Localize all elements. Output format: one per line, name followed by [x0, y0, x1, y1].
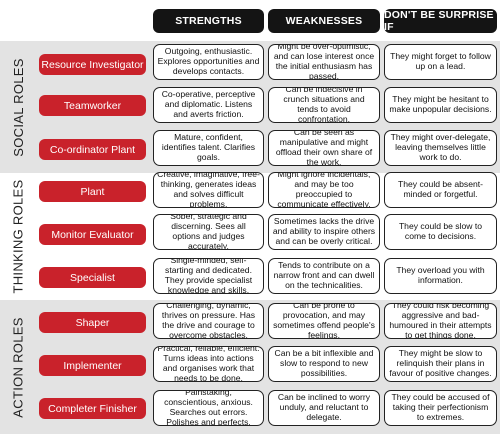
- weaknesses-header: WEAKNESSES: [268, 9, 380, 33]
- surprise-cell: They might over-delegate, leaving themse…: [384, 130, 497, 166]
- thinking-roles-text: THINKING ROLES: [10, 179, 26, 294]
- strengths-cell: Single-minded, self-starting and dedicat…: [153, 258, 264, 294]
- strengths-header: STRENGTHS: [153, 9, 264, 33]
- weaknesses-cell: Tends to contribute on a narrow front an…: [268, 258, 380, 294]
- strengths-cell: Mature, confident, identifies talent. Cl…: [153, 130, 264, 166]
- role-co-ordinator-plant: Co-ordinator Plant: [39, 139, 146, 160]
- social-roles-text: SOCIAL ROLES: [10, 57, 26, 157]
- strengths-cell: Practical, reliable, efficient. Turns id…: [153, 346, 264, 382]
- action-roles-text: ACTION ROLES: [10, 316, 26, 418]
- strengths-cell: Co-operative, perceptive and diplomatic.…: [153, 87, 264, 123]
- surprise-cell: They could be absent-minded or forgetful…: [384, 172, 497, 208]
- surprise-cell: They overload you with information.: [384, 258, 497, 294]
- role-plant: Plant: [39, 181, 146, 202]
- action-roles-label: ACTION ROLES: [3, 300, 33, 434]
- weaknesses-cell: Can be seen as manipulative and might of…: [268, 130, 380, 166]
- weaknesses-cell: Might be over-optimistic, and can lose i…: [268, 44, 380, 80]
- dont-be-surprised-header: DON'T BE SURPRISE IF: [384, 9, 497, 33]
- role-shaper: Shaper: [39, 312, 146, 333]
- weaknesses-cell: Can be prone to provocation, and may som…: [268, 303, 380, 339]
- surprise-cell: They could be slow to come to decisions.: [384, 214, 497, 250]
- weaknesses-cell: Sometimes lacks the drive and ability to…: [268, 214, 380, 250]
- role-resource-investigator: Resource Investigator: [39, 54, 146, 75]
- role-implementer: Implementer: [39, 355, 146, 376]
- weaknesses-cell: Might ignore incidentals, and may be too…: [268, 172, 380, 208]
- weaknesses-cell: Can be indecisive in crunch situations a…: [268, 87, 380, 123]
- role-teamworker: Teamworker: [39, 95, 146, 116]
- surprise-cell: They might be hesitant to make unpopular…: [384, 87, 497, 123]
- weaknesses-cell: Can be a bit inflexible and slow to resp…: [268, 346, 380, 382]
- strengths-cell: Painstaking, conscientious, anxious. Sea…: [153, 390, 264, 426]
- strengths-cell: Sober, strategic and discerning. Sees al…: [153, 214, 264, 250]
- strengths-cell: Creative, imaginative, free-thinking, ge…: [153, 172, 264, 208]
- surprise-cell: They might forget to follow up on a lead…: [384, 44, 497, 80]
- social-roles-label: SOCIAL ROLES: [3, 41, 33, 173]
- strengths-cell: Challenging, dynamic, thrives on pressur…: [153, 303, 264, 339]
- thinking-roles-label: THINKING ROLES: [3, 173, 33, 300]
- surprise-cell: They could risk becoming aggressive and …: [384, 303, 497, 339]
- weaknesses-cell: Can be inclined to worry unduly, and rel…: [268, 390, 380, 426]
- role-monitor-evaluator: Monitor Evaluator: [39, 224, 146, 245]
- role-completer-finisher: Completer Finisher: [39, 398, 146, 419]
- strengths-cell: Outgoing, enthusiastic. Explores opportu…: [153, 44, 264, 80]
- surprise-cell: They could be accused of taking their pe…: [384, 390, 497, 426]
- surprise-cell: They might be slow to relinquish their p…: [384, 346, 497, 382]
- role-specialist: Specialist: [39, 267, 146, 288]
